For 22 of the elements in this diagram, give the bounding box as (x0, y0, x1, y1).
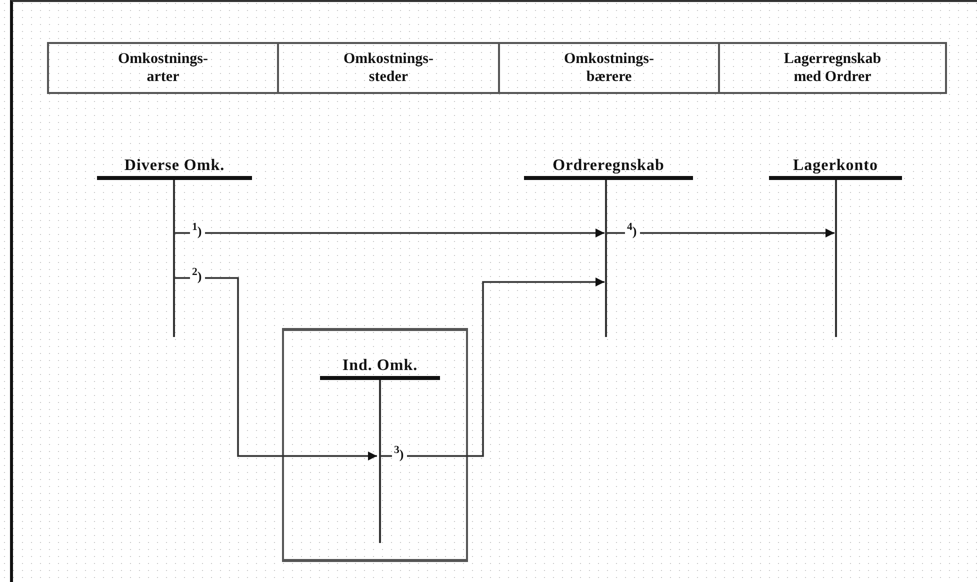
header-text: Omkostnings- bærere (562, 50, 656, 86)
arrow (175, 277, 377, 460)
column-header (718, 42, 947, 94)
account-title: Diverse Omk. (97, 157, 252, 180)
frame-box (282, 328, 468, 562)
header-text: Omkostnings- steder (342, 50, 435, 86)
column-header (498, 42, 720, 94)
account-title: Ind. Omk. (320, 357, 440, 380)
edge-label: $^{1}$) (190, 222, 205, 240)
arrow (379, 278, 604, 457)
edge-label: $^{3}$) (392, 445, 407, 462)
header-text: Omkostnings- arter (116, 50, 210, 86)
edge-label: $^{2}$) (190, 267, 205, 284)
account-title: Ordreregnskab (524, 157, 693, 180)
arrow (175, 228, 604, 238)
account-title: Lagerkonto (769, 157, 902, 180)
column-header (277, 42, 500, 94)
t-account (769, 157, 902, 337)
edge-label: $^{4}$) (625, 222, 640, 240)
header-text: Lagerregnskab med Ordrer (782, 50, 882, 86)
column-header (47, 42, 279, 94)
arrow (606, 228, 834, 238)
